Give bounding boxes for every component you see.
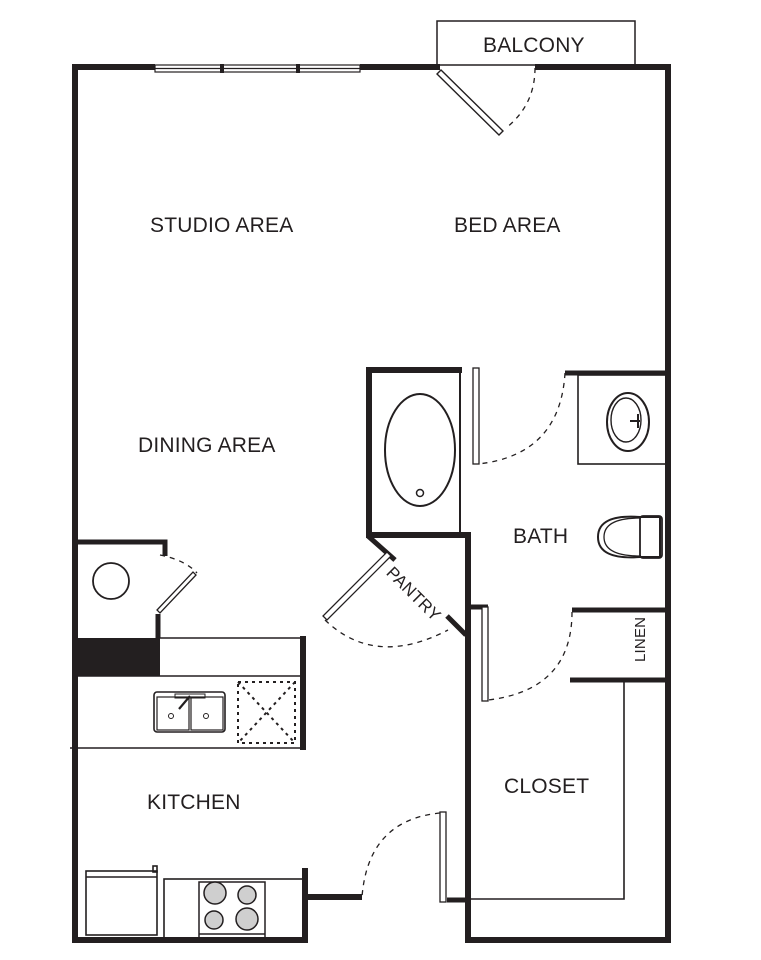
pantry-door-leaf xyxy=(322,551,392,621)
vanity-counter xyxy=(577,374,667,465)
closet-door-leaf-bath xyxy=(481,606,489,702)
bathtub-icon xyxy=(384,393,456,507)
room-label-balcony: BALCONY xyxy=(483,34,585,57)
balcony-door-icon xyxy=(436,67,536,136)
window-icon xyxy=(154,64,361,73)
room-label-dining-area: DINING AREA xyxy=(138,434,276,457)
tub-wall xyxy=(366,367,471,605)
dishwasher-icon xyxy=(237,681,296,744)
bath-door-leaf xyxy=(472,367,480,465)
toilet-icon xyxy=(596,515,663,559)
kitchen-sink-icon xyxy=(153,691,226,733)
water-heater-icon xyxy=(92,562,130,600)
range-icon xyxy=(198,881,266,939)
balcony-outline xyxy=(436,20,636,66)
range-counter xyxy=(163,878,304,939)
room-label-bed-area: BED AREA xyxy=(454,214,561,237)
exterior-wall-bottom-kitchen xyxy=(72,868,308,943)
wh-door-leaf xyxy=(156,571,197,614)
room-label-bath: BATH xyxy=(513,525,569,548)
kitchen-counter xyxy=(70,637,303,749)
room-label-kitchen: KITCHEN xyxy=(147,791,241,814)
bathroom-sink-icon xyxy=(606,392,650,452)
refrigerator-icon xyxy=(85,865,158,936)
water-heater-closet-wall xyxy=(75,539,168,556)
room-label-closet: CLOSET xyxy=(504,775,590,798)
burner-icon xyxy=(203,881,259,931)
closet-shelf xyxy=(470,682,625,900)
room-label-studio-area: STUDIO AREA xyxy=(150,214,294,237)
entry-door-leaf xyxy=(439,811,447,903)
room-label-linen: LINEN xyxy=(632,616,649,662)
